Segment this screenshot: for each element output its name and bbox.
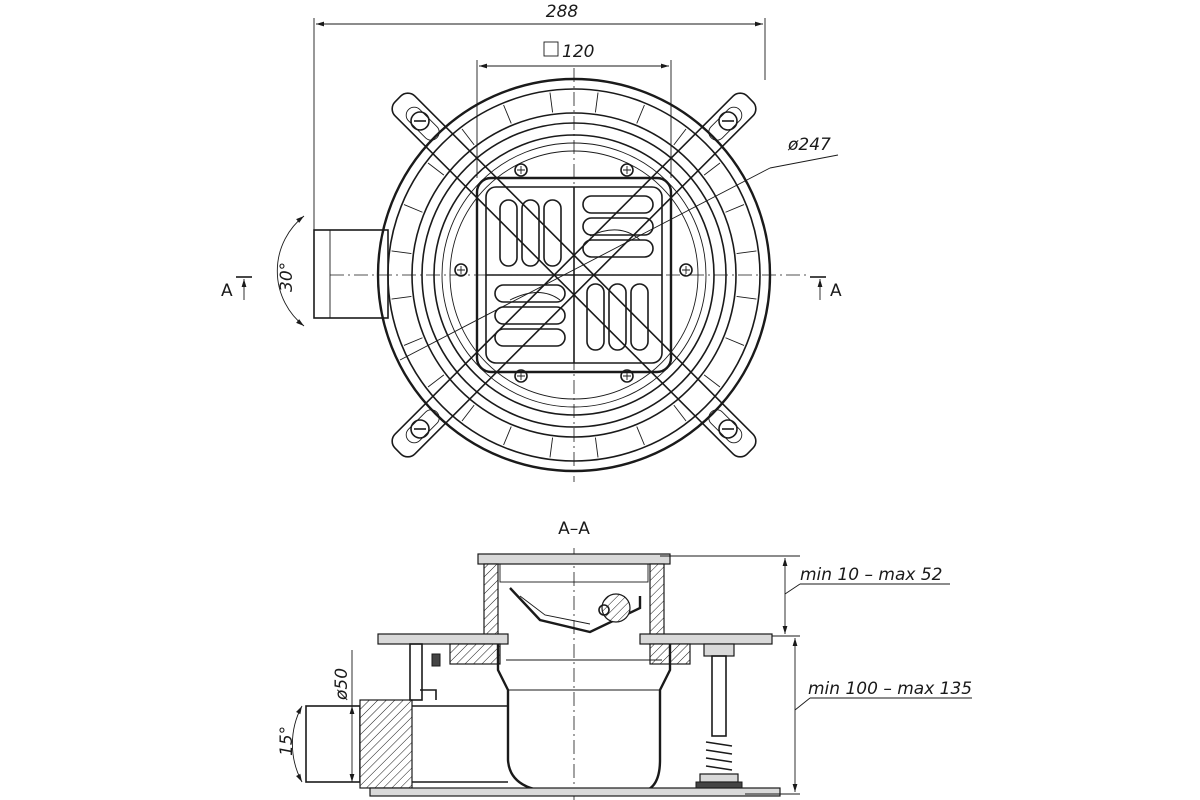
rim-rib (594, 92, 599, 113)
section-body (496, 644, 672, 794)
section-outlet-pipe (305, 689, 508, 789)
plan-view: 288 120 ø247 30° A A (221, 2, 842, 482)
square-symbol-icon (543, 41, 559, 57)
section-marker-left-label: A (221, 281, 233, 301)
dim-grate-square-label: 120 (562, 42, 594, 62)
dim-outlet-diameter: ø50 (332, 650, 355, 782)
rim-rib (725, 337, 745, 346)
section-title: A–A (558, 519, 590, 539)
rim-rib (703, 162, 721, 176)
section-odor-trap (509, 587, 642, 634)
section-marker-left: A (221, 276, 252, 301)
rim-rib (391, 295, 412, 300)
rim-rib (403, 337, 423, 346)
rim-rib (549, 437, 554, 458)
rim-rib (403, 204, 423, 213)
section-grate-frame (477, 553, 671, 645)
dim-frame-height: min 10 – max 52 (660, 555, 950, 637)
dim-overall-width-label: 288 (546, 2, 579, 22)
dim-grate-square: 120 (476, 41, 672, 178)
rim-rib (503, 104, 512, 124)
section-left-stud (409, 643, 441, 701)
dim-outlet-slope: 15° (277, 705, 303, 783)
float-ball (601, 593, 631, 623)
rim-rib (461, 128, 475, 146)
dim-diameter-label: ø247 (787, 135, 831, 155)
dim-body-height-label: min 100 – max 135 (808, 679, 972, 699)
rim-rib (461, 404, 475, 422)
rim-rib (594, 437, 599, 458)
dim-frame-height-label: min 10 – max 52 (800, 565, 942, 585)
section-view: A–A (277, 519, 972, 800)
rim-rib (549, 92, 554, 113)
grate-screws (454, 163, 693, 383)
rim-rib (391, 250, 412, 255)
rim-rib (736, 295, 757, 300)
dim-outlet-angle: 30° (276, 215, 305, 327)
section-marker-right-label: A (830, 281, 842, 301)
rim-rib (503, 426, 512, 446)
rim-rib (673, 404, 687, 422)
rim-rib (673, 128, 687, 146)
dim-outlet-slope-label: 15° (277, 726, 297, 756)
section-marker-right: A (810, 276, 842, 301)
rim-ribs (391, 92, 757, 458)
rim-rib (636, 104, 645, 124)
bracket-screws (410, 111, 738, 439)
section-base (369, 787, 781, 797)
mounting-brackets (391, 92, 757, 458)
dim-overall-width: 288 (313, 2, 766, 230)
dim-body-height: min 100 – max 135 (745, 638, 972, 795)
rim-rib (736, 250, 757, 255)
diameter-leader (399, 167, 771, 361)
rim-rib (427, 374, 445, 388)
rim-rib (725, 204, 745, 213)
rim-rib (427, 162, 445, 176)
rim-rib (636, 426, 645, 446)
section-right-leg (695, 643, 743, 789)
dim-outlet-diameter-label: ø50 (332, 668, 352, 701)
dim-outlet-angle-label: 30° (277, 262, 297, 292)
rim-rib (703, 374, 721, 388)
